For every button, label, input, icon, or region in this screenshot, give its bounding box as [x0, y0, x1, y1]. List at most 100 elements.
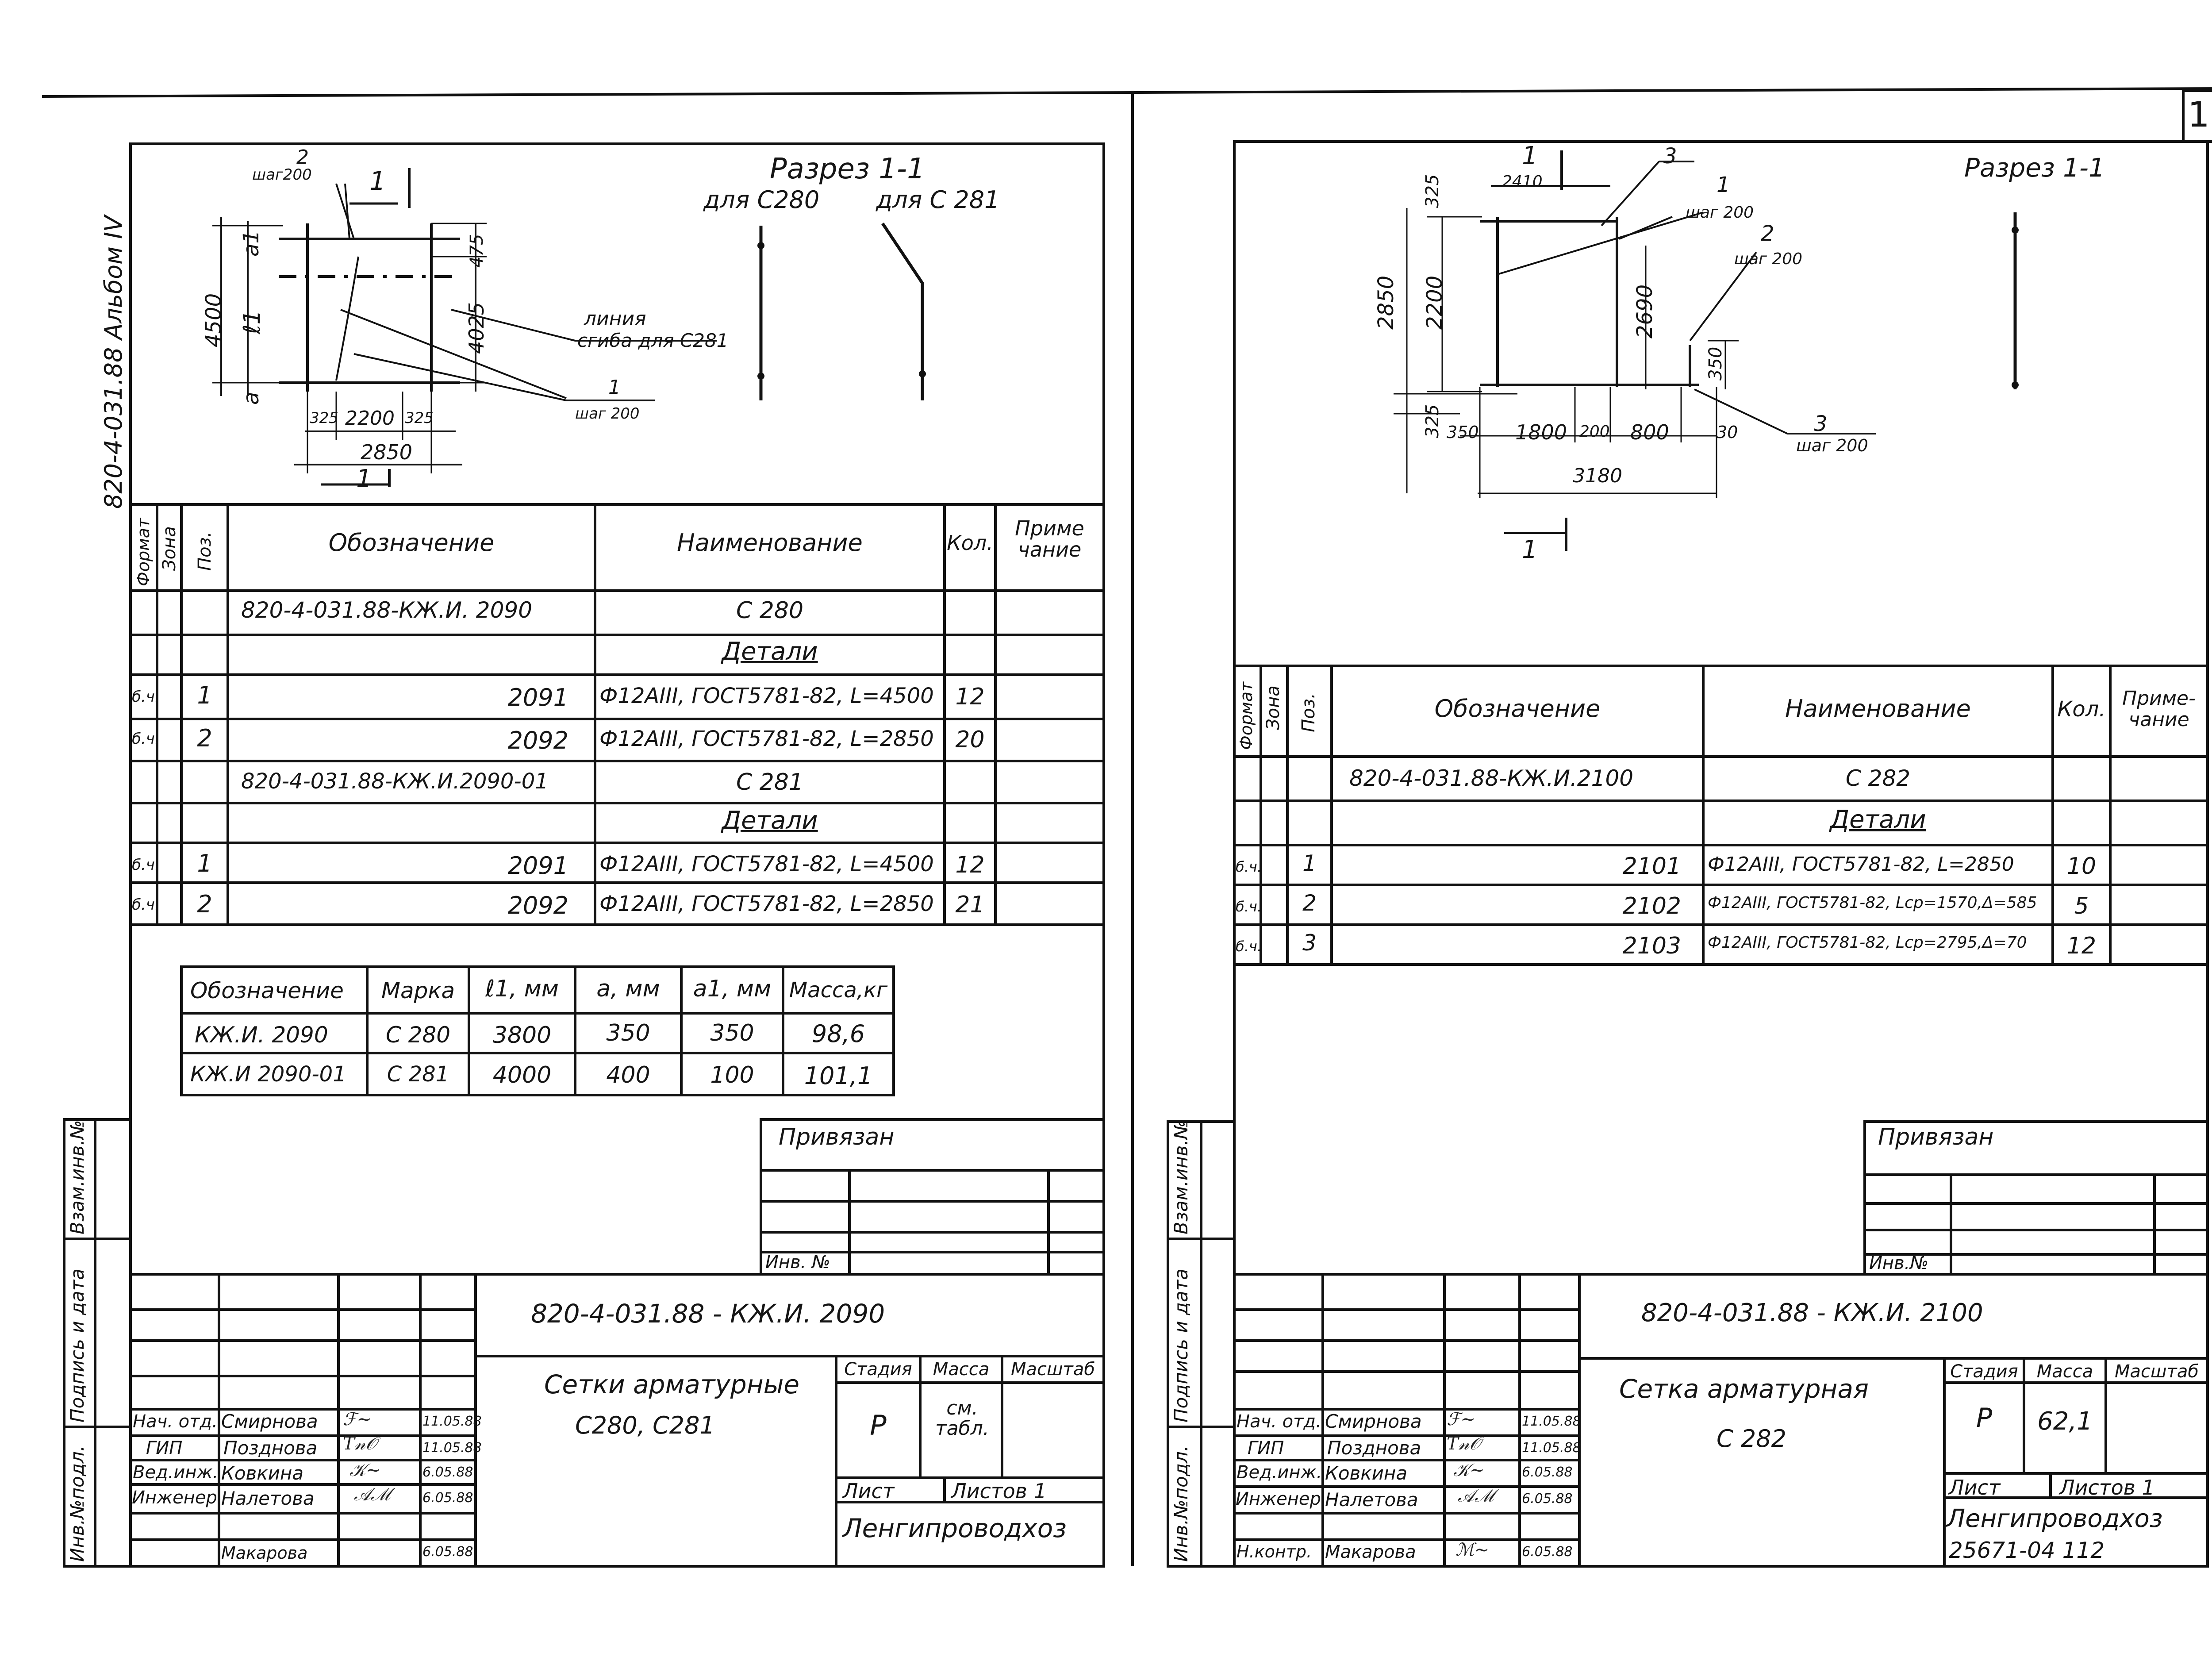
person-date: 6.05.88 — [422, 1490, 473, 1506]
spec-name: Ф12АIII, ГОСТ5781-82, L=2850 — [599, 892, 934, 916]
spec-format: б.ч. — [132, 688, 160, 706]
mark-header-l1: ℓ1, мм — [485, 976, 559, 1002]
spec-name: Детали — [722, 806, 818, 835]
pos3-label: 3 — [1663, 144, 1677, 169]
spec-name: Ф12АIII, ГОСТ5781-82, L=4500 — [599, 852, 934, 876]
stamp-sheets-label-right: Листов 1 — [2059, 1476, 2155, 1499]
inv-no-label-left: Инв. № — [765, 1252, 830, 1272]
person-name: Ковкина — [1325, 1462, 1408, 1484]
attached-label-right: Привязан — [1878, 1124, 1994, 1150]
mark-cell: КЖ.И 2090-01 — [190, 1062, 346, 1087]
spec-header-designation: Обозначение — [1434, 695, 1601, 723]
person-date: 6.05.88 — [1522, 1491, 1573, 1507]
stamp-stage-label-right: Стадия — [1950, 1361, 2018, 1382]
spec-header-zone: Зона — [1263, 685, 1283, 730]
dim-350-v: 350 — [1705, 346, 1726, 381]
spec-qty: 21 — [955, 892, 985, 918]
spec-designation: 2091 — [507, 684, 568, 711]
spec-format: б.ч. — [1236, 938, 1262, 955]
cut-mark-top: 1 — [369, 166, 386, 196]
mark-cell: 98,6 — [811, 1020, 865, 1048]
side-label-swap-inv: Взам.инв.№ — [1170, 1120, 1192, 1234]
mark-cell: 400 — [606, 1062, 650, 1088]
spec-format: б.ч. — [132, 856, 160, 874]
signature-image: Т𝓃𝒪 — [1447, 1434, 1481, 1454]
bend-line-label-1: линия — [584, 308, 646, 330]
stamp-scale-label-left: Масштаб — [1010, 1359, 1095, 1380]
person-role: Инженер — [132, 1488, 217, 1508]
page-number: 111 — [2188, 95, 2212, 135]
spec-designation: 820-4-031.88-КЖ.И.2100 — [1349, 765, 1634, 791]
cut-mark-top-right: 1 — [1522, 142, 1538, 170]
dim-2850-right: 2850 — [1374, 275, 1398, 330]
side-label-sign-date: Подпись и дата — [66, 1269, 88, 1422]
person-date: 11.05.88 — [1522, 1414, 1581, 1429]
spec-qty: 12 — [955, 852, 985, 878]
person-role: Нач. отд. — [133, 1411, 218, 1432]
stamp-sheet-label-right: Лист — [1949, 1476, 2001, 1499]
spec-header-note: Приме чание — [1015, 516, 1084, 561]
signature-image: Т𝓃𝒪 — [343, 1434, 377, 1454]
section-title-right: Разрез 1-1 — [1964, 153, 2105, 183]
person-date: 6.05.88 — [1522, 1544, 1573, 1560]
dim-a: а — [239, 392, 264, 405]
section-title-left: Разрез 1-1 — [770, 153, 925, 185]
stamp-scale-label-right: Масштаб — [2114, 1361, 2199, 1382]
mark-header-a1: а1, мм — [693, 976, 772, 1002]
pos1-label: 1 — [608, 376, 621, 399]
dim-200: 200 — [1579, 423, 1610, 441]
spec-designation: 2102 — [1622, 893, 1681, 919]
stamp-stage-left: Р — [870, 1409, 887, 1442]
pos1-step: шаг 200 — [575, 405, 640, 423]
signature-image: 𝒜ℳ — [354, 1484, 391, 1505]
dim-l1: ℓ1 — [239, 310, 265, 334]
mark-cell: С 281 — [387, 1062, 449, 1087]
spec-header-name: Наименование — [1785, 695, 1971, 723]
spec-designation: 820-4-031.88-КЖ.И. 2090 — [241, 597, 533, 623]
person-date: 11.05.88 — [1522, 1440, 1581, 1456]
person-role: Нач. отд. — [1237, 1411, 1321, 1432]
mark-header-mass: Масса,кг — [789, 978, 888, 1003]
dim-4500: 4500 — [201, 293, 226, 347]
person-date: 6.05.88 — [1522, 1465, 1573, 1480]
inv-no-label-right: Инв.№ — [1869, 1253, 1928, 1273]
spec-designation: 2103 — [1622, 933, 1681, 959]
dim-4025: 4025 — [465, 302, 488, 354]
spec-header-note: Приме- чание — [2122, 687, 2196, 731]
dim-325-right: 325 — [405, 409, 434, 427]
spec-header-pos: Поз. — [1298, 693, 1319, 732]
spec-name: С 280 — [736, 597, 804, 624]
person-name: Позднова — [1327, 1437, 1421, 1459]
spec-qty: 12 — [955, 684, 985, 710]
person-date: 11.05.88 — [422, 1440, 482, 1456]
spec-designation: 2092 — [507, 892, 568, 919]
dim-800: 800 — [1630, 420, 1669, 444]
spec-header-pos: Поз. — [195, 531, 215, 571]
stamp-mass-label-left: Масса — [933, 1359, 990, 1380]
spec-pos: 1 — [1302, 850, 1317, 876]
person-date: 6.05.88 — [422, 1544, 473, 1560]
spec-header-designation: Обозначение — [328, 529, 495, 557]
pos1-label-right: 1 — [1717, 173, 1730, 197]
spec-pos: 1 — [197, 681, 212, 709]
dim-2200: 2200 — [345, 407, 395, 430]
mark-cell: КЖ.И. 2090 — [195, 1022, 328, 1048]
album-code: 820-4-031.88 Альбом IV — [100, 215, 127, 509]
mark-cell: С 280 — [385, 1022, 451, 1048]
mark-cell: 3800 — [492, 1022, 552, 1049]
person-role: Вед.инж. — [133, 1462, 219, 1483]
stamp-title-line2-left: С280, С281 — [575, 1411, 715, 1439]
spec-name: Ф12АIII, ГОСТ5781-82, L=2850 — [599, 727, 934, 751]
person-name: Позднова — [223, 1437, 318, 1459]
stamp-code-right: 820-4-031.88 - КЖ.И. 2100 — [1641, 1299, 1983, 1327]
spec-name: Ф12АIII, ГОСТ5781-82, L=4500 — [599, 684, 934, 708]
pos2-step-right: шаг 200 — [1734, 250, 1803, 268]
pos2-label: 2 — [296, 146, 309, 169]
dim-3180: 3180 — [1573, 465, 1622, 487]
spec-name: Детали — [1830, 805, 1926, 834]
spec-format: б.ч. — [1236, 858, 1262, 875]
spec-pos: 1 — [197, 850, 212, 877]
side-label-swap-inv: Взам.инв.№ — [66, 1120, 88, 1234]
signature-image: ℳ∼ — [1455, 1540, 1490, 1560]
